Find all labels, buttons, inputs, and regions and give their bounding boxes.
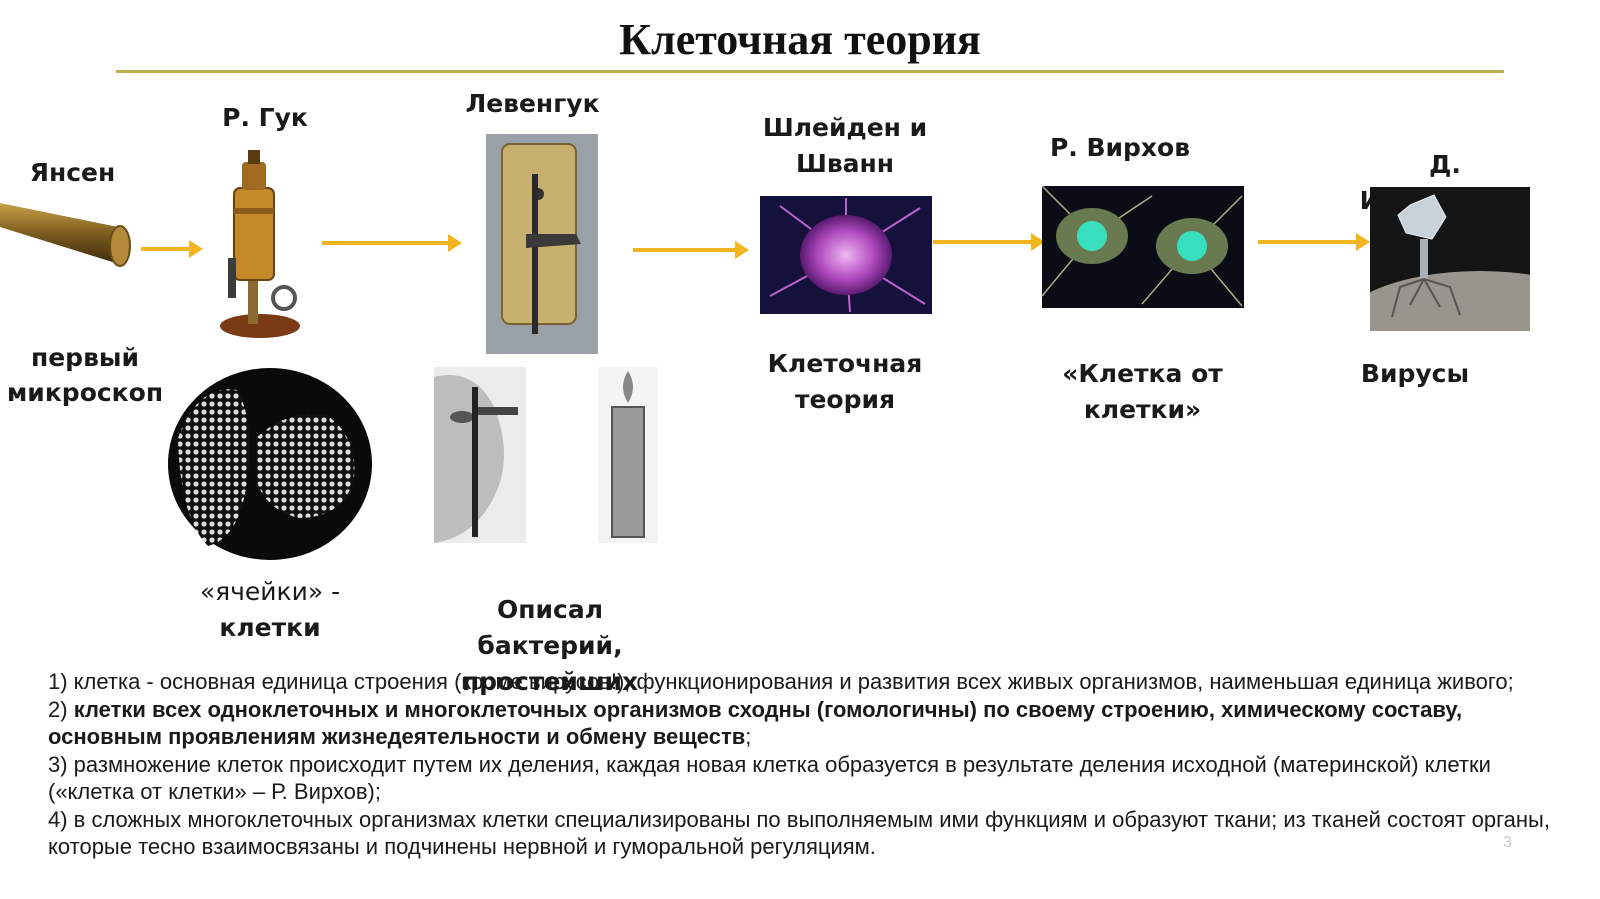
arrow-3 (633, 241, 749, 259)
page-title: Клеточная теория (619, 15, 981, 64)
cell-theory-points: 1) клетка - основная единица строения (к… (48, 668, 1568, 861)
bacteriophage-image (1370, 187, 1530, 331)
leeuwenhoek-name: Левенгук (465, 89, 600, 118)
ivanovsky-caption: Вирусы (1360, 359, 1470, 388)
title-underline (116, 70, 1504, 73)
arrow-2 (322, 234, 462, 252)
hooke-name: Р. Гук (222, 103, 308, 132)
telescope-image (0, 195, 135, 275)
cork-cells-image (168, 368, 372, 564)
point-2: 2) клетки всех одноклеточных и многоклет… (48, 696, 1568, 751)
hooke-caption-line1: «ячейки» - (199, 577, 341, 606)
point-2-bold: клетки всех одноклеточных и многоклеточн… (48, 696, 1463, 750)
schleiden-name-line2: Шванн (795, 149, 895, 178)
arrow-1 (141, 240, 203, 258)
leeuwenhoek-caption-line1: Описал (496, 595, 604, 624)
hooke-caption: «ячейки» - клетки (170, 574, 370, 646)
cell-image (760, 196, 932, 314)
leeuwenhoek-caption: Описал бактерий, простейших (395, 592, 705, 700)
arrow-4 (933, 233, 1045, 251)
jansen-name: Янсен (29, 158, 116, 187)
hooke-caption-line2: клетки (219, 613, 321, 642)
schleiden-caption: Клеточная теория (767, 349, 923, 414)
arrow-5 (1258, 233, 1370, 251)
virchow-caption: «Клетка от клетки» (1062, 359, 1223, 424)
schleiden-name: Шлейден и Шванн (750, 110, 940, 182)
jansen-caption: первый микроскоп (6, 343, 164, 407)
page-number: 3 (1503, 834, 1512, 851)
candle-image (598, 367, 658, 543)
hooke-microscope-image (212, 148, 304, 340)
dividing-cells-image (1042, 186, 1244, 308)
schleiden-name-line1: Шлейден и (762, 113, 928, 142)
leeuwenhoek-microscope-image (486, 134, 598, 354)
point-3: 3) размножение клеток происходит путем и… (48, 751, 1491, 805)
point-1: 1) клетка - основная единица строения (к… (48, 669, 1514, 694)
point-2-prefix: 2) (48, 696, 74, 722)
leeuwenhoek-caption-line2: бактерий, простейших (461, 631, 639, 696)
virchow-name: Р. Вирхов (1049, 133, 1191, 162)
point-4: 4) в сложных многоклеточных организмах к… (48, 806, 1550, 860)
point-2-suffix: ; (745, 724, 752, 749)
leeuwenhoek-portrait-image (434, 367, 526, 543)
